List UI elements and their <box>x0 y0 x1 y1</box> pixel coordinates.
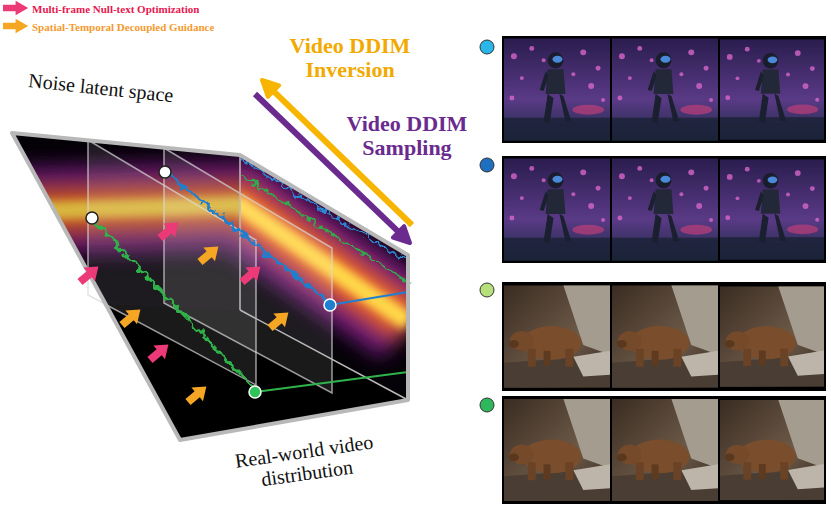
video-frame <box>612 399 718 501</box>
video-frame <box>612 285 718 387</box>
result-strips <box>480 36 826 504</box>
strip-frame <box>502 36 826 143</box>
strip-marker <box>480 398 494 412</box>
guidance-arrow <box>182 380 212 409</box>
inversion-arrowhead <box>262 80 279 97</box>
start-point <box>159 166 171 178</box>
guidance-arrow <box>116 303 146 332</box>
guidance-arrow <box>264 306 294 335</box>
strip-marker <box>480 40 494 54</box>
null-text-arrow <box>144 338 174 367</box>
video-frame <box>720 400 824 500</box>
time-plane <box>164 148 332 393</box>
end-point <box>324 299 336 311</box>
legend-text: Multi-frame Null-text Optimization <box>32 3 199 15</box>
process-label: Video DDIM Sampling <box>332 112 482 160</box>
strip-marker <box>480 158 494 172</box>
trajectory-green <box>92 218 255 390</box>
video-frame <box>504 399 610 501</box>
legend-arrow <box>3 1 28 15</box>
axis-label: Noise latent space <box>27 69 238 113</box>
projection-blue <box>330 292 408 305</box>
video-frame <box>504 158 610 260</box>
axis-label: Real-world video distribution <box>216 428 395 496</box>
strip-frame <box>502 282 826 391</box>
video-frame <box>612 158 718 260</box>
box-outline <box>12 133 408 440</box>
video-frame <box>720 39 824 139</box>
video-frame <box>720 286 824 386</box>
video-frame <box>612 38 718 140</box>
null-text-arrow <box>74 260 104 289</box>
legend-arrow <box>3 19 28 33</box>
strip-frame <box>502 396 826 504</box>
projection-green <box>255 372 408 392</box>
null-text-arrow <box>154 216 184 245</box>
video-frame <box>720 159 824 259</box>
video-frame <box>504 285 610 387</box>
end-point <box>249 386 261 398</box>
trace-blue-shadow <box>242 160 408 262</box>
box-edge <box>240 310 408 400</box>
guidance-arrow <box>194 240 224 269</box>
sampling-arrowhead <box>393 226 410 243</box>
video-frame <box>504 38 610 140</box>
strip-marker <box>480 283 494 297</box>
start-point <box>86 212 98 224</box>
null-text-arrow <box>236 260 266 289</box>
trace-green-shadow <box>242 176 408 282</box>
process-label: Video DDIM Inversion <box>272 34 428 82</box>
legend-text: Spatial-Temporal Decoupled Guidance <box>32 21 214 33</box>
strip-frame <box>502 156 826 263</box>
